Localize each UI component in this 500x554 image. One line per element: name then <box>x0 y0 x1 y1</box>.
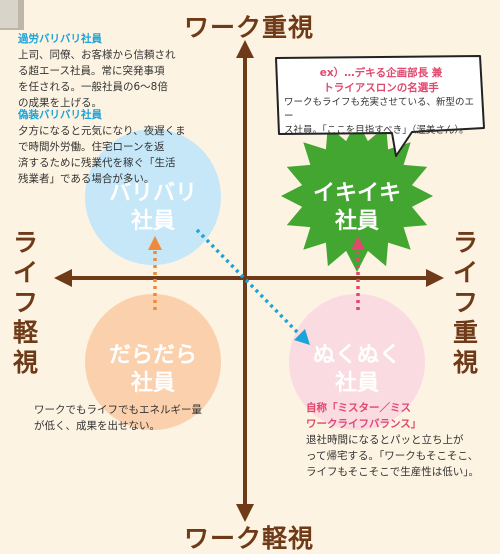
note-daradara-line-2: が低く、成果を出せない。 <box>34 420 160 432</box>
note-karou-line-1: 上司、同僚、お客様から信頼され <box>18 49 176 61</box>
note-nukunuku-title-line2: ワークライフバランス」 <box>306 418 422 430</box>
note-karou-line-4: の成果を上げる。 <box>18 97 102 109</box>
quadrant-label-ikiiki-line2: 社員 <box>334 209 379 234</box>
quadrant-label-daradara: だらだら 社員 <box>93 342 213 398</box>
quadrant-label-nukunuku-line2: 社員 <box>334 371 379 396</box>
circle-nukunuku <box>289 294 425 430</box>
axis-label-bottom: ワーク軽視 <box>184 524 315 553</box>
note-gisou-line-2: で時間外労働。住宅ローンを返 <box>18 141 165 153</box>
bubble-title-line2: トライアスロンの名選手 <box>323 82 439 94</box>
quadrant-label-ikiiki-line1: イキイキ <box>312 181 401 206</box>
note-karou-line-3: を任される。一般社員の6～8倍 <box>18 81 168 93</box>
horizontal-axis-arrow-right <box>426 269 444 287</box>
note-gisou-title: 偽装バリバリ社員 <box>18 109 102 121</box>
bubble-line-2: ス社員。「ここを目指すべき」（渥美さん）。 <box>284 125 469 136</box>
arrow-daradara-to-baribari-head <box>148 236 162 250</box>
note-karou-line-2: る超エース社員。常に突発事項 <box>18 65 165 77</box>
quadrant-label-daradara-line2: 社員 <box>130 371 175 396</box>
note-karou-baribari: 過労バリバリ社員 上司、同僚、お客様から信頼され る超エース社員。常に突発事項 … <box>18 32 218 111</box>
note-gisou-line-4: 残業者」である場合が多い。 <box>18 173 155 185</box>
quadrant-label-baribari-line1: バリバリ <box>108 181 197 206</box>
quadrant-label-nukunuku: ぬくぬく 社員 <box>297 342 417 398</box>
quadrant-label-ikiiki: イキイキ 社員 <box>297 180 417 236</box>
horizontal-axis-arrow-left <box>54 269 72 287</box>
arrow-baribari-to-nukunuku-head <box>294 329 310 345</box>
notebook-corner <box>0 0 18 28</box>
note-karou-title: 過労バリバリ社員 <box>18 33 102 45</box>
starburst-ikiiki <box>281 120 433 272</box>
speech-bubble-shape <box>275 55 485 157</box>
note-nukunuku-title-line1: 自称「ミスター／ミス <box>306 402 411 414</box>
quadrant-label-daradara-line1: だらだら <box>108 343 197 368</box>
note-gisou-baribari: 偽装バリバリ社員 夕方になると元気になり、夜遅くま で時間外労働。住宅ローンを返… <box>18 108 218 187</box>
quadrant-label-baribari-line2: 社員 <box>130 209 175 234</box>
circle-daradara <box>85 294 221 430</box>
note-daradara-line-1: ワークでもライフでもエネルギー量 <box>34 404 202 416</box>
note-nukunuku: 自称「ミスター／ミス ワークライフバランス」 退社時間になるとパッと立ち上が っ… <box>306 400 496 480</box>
axis-label-left: ライフ軽視 <box>12 228 39 377</box>
note-gisou-line-1: 夕方になると元気になり、夜遅くま <box>18 125 186 137</box>
arrow-nukunuku-to-ikiiki-head <box>351 236 365 250</box>
transition-arrows <box>148 228 365 345</box>
quadrant-label-baribari: バリバリ 社員 <box>93 180 213 236</box>
note-nukunuku-line-1: 退社時間になるとパッと立ち上が <box>306 434 464 446</box>
arrow-baribari-to-nukunuku <box>195 228 304 339</box>
axis-label-right: ライフ重視 <box>452 228 479 377</box>
vertical-axis-arrow-bottom <box>236 504 254 522</box>
note-daradara: ワークでもライフでもエネルギー量 が低く、成果を出せない。 <box>34 402 224 434</box>
bubble-text: ex）…デキる企画部長 兼 トライアスロンの名選手 ワークもライフも充実させてい… <box>284 66 478 138</box>
axis-label-top: ワーク重視 <box>184 13 315 42</box>
quadrant-label-nukunuku-line1: ぬくぬく <box>312 343 401 368</box>
note-nukunuku-line-3: ライフもそこそこで生産性は低い」。 <box>306 466 480 478</box>
note-nukunuku-line-2: って帰宅する。「ワークもそこそこ、 <box>306 450 479 462</box>
bubble-title-line1: ex）…デキる企画部長 兼 <box>319 67 443 79</box>
speech-bubble <box>275 55 485 157</box>
circle-baribari <box>85 129 221 265</box>
bubble-line-1: ワークもライフも充実させている、新型のエー <box>284 97 475 122</box>
note-gisou-line-3: 済するために残業代を稼ぐ「生活 <box>18 157 176 169</box>
axes <box>54 40 444 522</box>
vertical-axis-arrow-top <box>236 40 254 58</box>
notebook-corner-edge <box>0 0 24 30</box>
